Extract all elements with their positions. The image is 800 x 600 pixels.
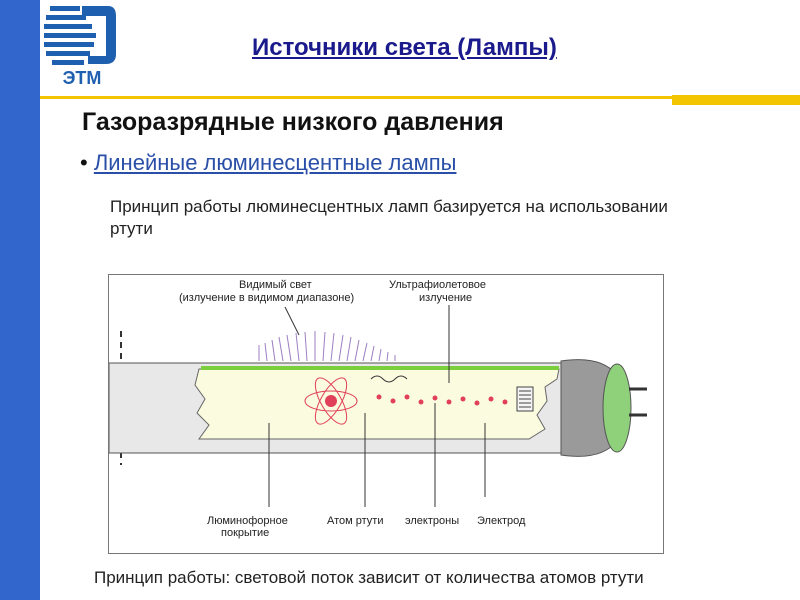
bullet-item: • Линейные люминесцентные лампы bbox=[80, 150, 456, 176]
left-sidebar-bar bbox=[0, 0, 40, 600]
lamp-diagram-graphic bbox=[109, 305, 647, 507]
label-uv: Ультрафиолетовое bbox=[389, 279, 487, 291]
slide-title: Источники света (Лампы) bbox=[252, 34, 557, 61]
logo-text: ЭТМ bbox=[63, 68, 102, 88]
label-electrode: Электрод bbox=[477, 515, 526, 527]
section-heading: Газоразрядные низкого давления bbox=[82, 108, 504, 136]
label-mercury-atom: Атом ртути bbox=[327, 515, 384, 527]
title-divider bbox=[40, 96, 800, 99]
lamp-diagram: Видимый свет (излучение в видимом диапаз… bbox=[108, 274, 664, 554]
footer-note: Принцип работы: световой поток зависит о… bbox=[94, 568, 644, 587]
label-phosphor-coating: покрытие bbox=[221, 527, 270, 539]
label-phosphor: Люминофорное bbox=[207, 515, 288, 527]
label-uv-radiation: излучение bbox=[419, 292, 473, 304]
label-electrons: электроны bbox=[405, 515, 460, 527]
etm-logo: ЭТМ bbox=[44, 6, 116, 88]
label-visible-light-range: (излучение в видимом диапазоне) bbox=[179, 292, 355, 304]
bullet-link[interactable]: Линейные люминесцентные лампы bbox=[93, 150, 457, 175]
label-visible-light: Видимый свет bbox=[239, 279, 312, 291]
bullet-marker: • bbox=[80, 150, 88, 175]
description-paragraph: Принцип работы люминесцентных ламп базир… bbox=[110, 197, 668, 238]
title-divider-accent bbox=[672, 95, 800, 105]
